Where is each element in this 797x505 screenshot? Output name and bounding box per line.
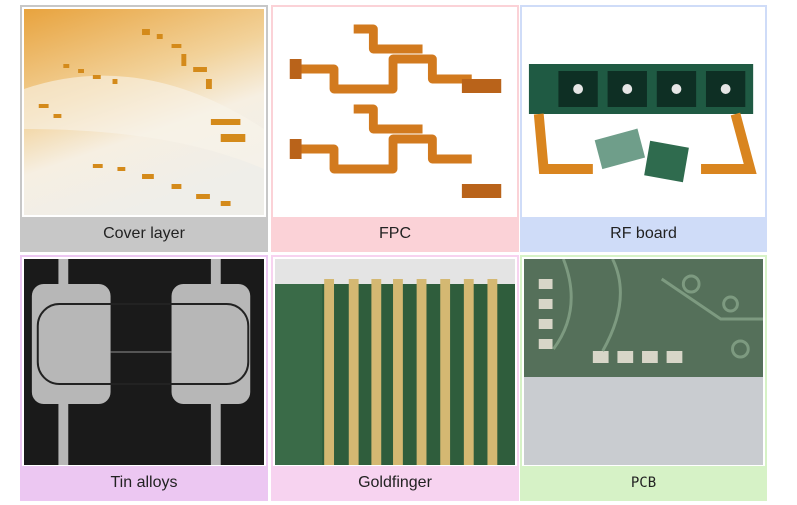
card-label: Goldfinger [273,466,517,499]
card-label: Cover layer [22,217,266,250]
fpc-image [275,9,515,215]
card-label: PCB [522,466,765,499]
cover-layer-image [24,9,264,215]
card-tin-alloys[interactable]: Tin alloys [20,255,268,501]
card-pcb[interactable]: PCB [520,255,767,501]
card-label: Tin alloys [22,466,266,499]
card-rf-board[interactable]: RF board [520,5,767,252]
goldfinger-image [275,259,515,465]
card-goldfinger[interactable]: Goldfinger [271,255,519,501]
pcb-image [524,259,763,465]
card-fpc[interactable]: FPC [271,5,519,252]
card-cover-layer[interactable]: Cover layer [20,5,268,252]
tin-alloys-image [24,259,264,465]
card-label: RF board [522,217,765,250]
rf-board-image [524,9,763,215]
card-label: FPC [273,217,517,250]
